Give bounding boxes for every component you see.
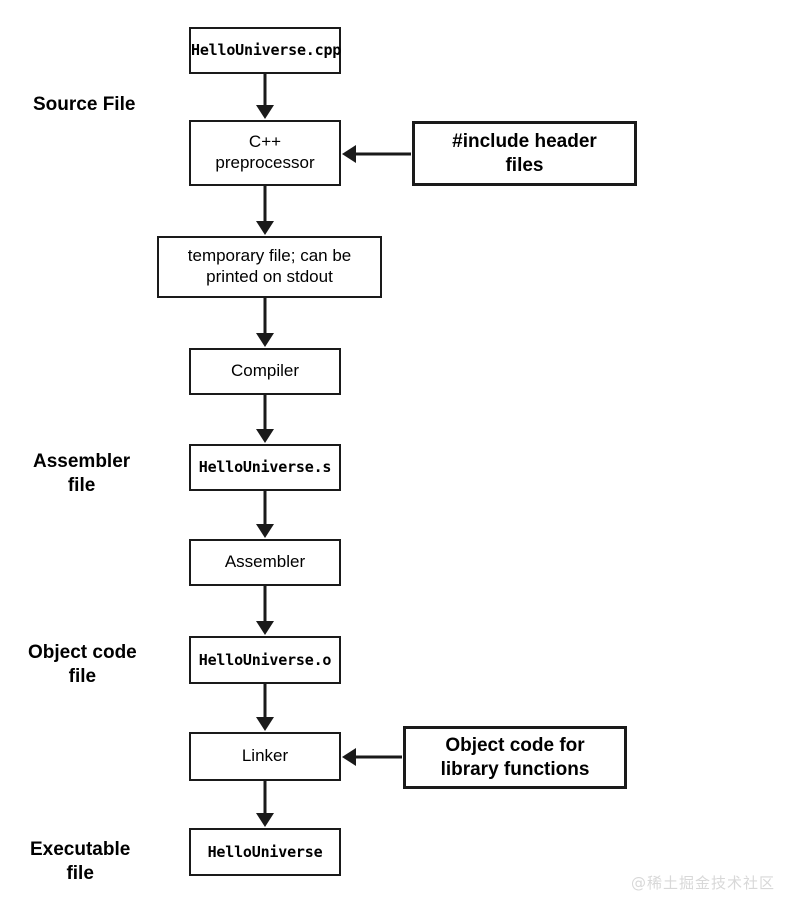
node-assembler: Assembler xyxy=(189,539,341,586)
node-label: C++ preprocessor xyxy=(215,132,315,172)
node-hellouniverse-cpp: HelloUniverse.cpp xyxy=(189,27,341,74)
arrow-compiler-to-s xyxy=(256,395,274,443)
node-label: HelloUniverse.o xyxy=(198,650,332,669)
node-label: HelloUniverse.s xyxy=(198,458,332,477)
node-label: #include header files xyxy=(452,131,597,176)
arrow-s-to-assembler xyxy=(256,491,274,538)
stage-label-assembler-file: Assembler file xyxy=(33,451,131,496)
node-hellouniverse-s: HelloUniverse.s xyxy=(189,444,341,491)
arrow-include-to-preprocessor xyxy=(342,145,411,163)
stage-label-source-file: Source File xyxy=(33,94,136,115)
node-cpp-preprocessor: C++ preprocessor xyxy=(189,120,341,186)
node-label: Compiler xyxy=(230,361,300,381)
arrow-o-to-linker xyxy=(256,684,274,731)
stage-label-executable-file: Executable file xyxy=(30,839,131,884)
node-object-code-library: Object code for library functions xyxy=(403,726,627,789)
node-label: HelloUniverse.cpp xyxy=(191,41,342,60)
node-hellouniverse-o: HelloUniverse.o xyxy=(189,636,341,684)
node-label: temporary file; can be printed on stdout xyxy=(187,246,352,286)
stage-label-object-code-file: Object code file xyxy=(28,642,137,687)
node-label: HelloUniverse xyxy=(207,842,323,861)
node-compiler: Compiler xyxy=(189,348,341,395)
arrow-temp-to-compiler xyxy=(256,298,274,347)
node-include-header-files: #include header files xyxy=(412,121,637,186)
arrow-assembler-to-o xyxy=(256,586,274,635)
node-hellouniverse-executable: HelloUniverse xyxy=(189,828,341,876)
node-temporary-file: temporary file; can be printed on stdout xyxy=(157,236,382,298)
arrow-cpp-to-preprocessor xyxy=(256,74,274,119)
node-label: Object code for library functions xyxy=(440,735,590,780)
node-label: Linker xyxy=(241,746,289,766)
node-label: Assembler xyxy=(224,552,306,572)
arrow-linker-to-exe xyxy=(256,781,274,827)
arrow-preprocessor-to-temp xyxy=(256,186,274,235)
watermark: @稀土掘金技术社区 xyxy=(631,874,776,892)
node-linker: Linker xyxy=(189,732,341,781)
arrow-library-to-linker xyxy=(342,748,402,766)
